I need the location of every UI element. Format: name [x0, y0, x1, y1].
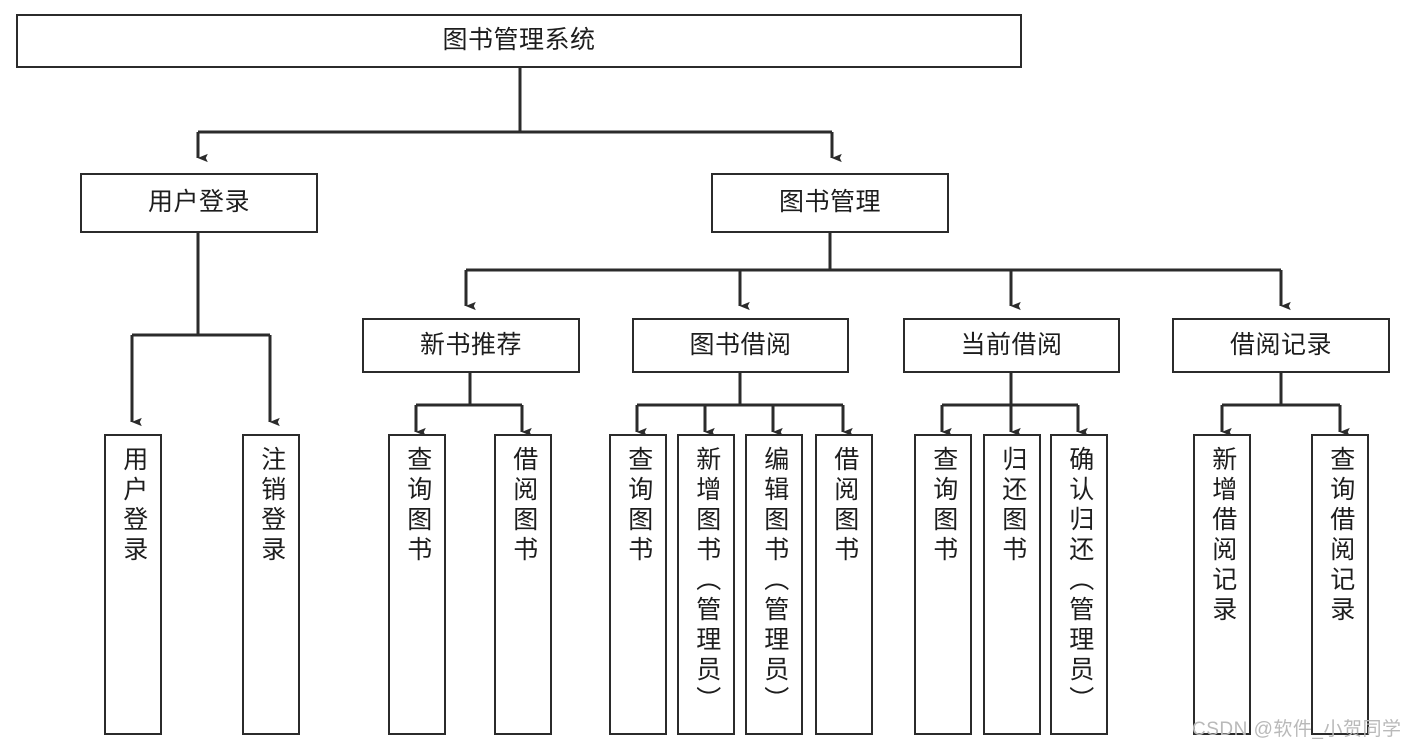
- node-leaf-borrow-book-1-label: 借阅图书: [509, 446, 538, 566]
- node-current-borrow[interactable]: 当前借阅: [903, 318, 1120, 373]
- node-book-manage[interactable]: 图书管理: [711, 173, 949, 233]
- edge-group-book-borrow: [635, 373, 853, 437]
- edge-group-borrow-record: [1220, 373, 1350, 437]
- node-leaf-logout[interactable]: 注销登录: [242, 434, 300, 735]
- watermark-text: CSDN @软件_小贺同学: [1192, 719, 1402, 740]
- node-leaf-query-book-1[interactable]: 查询图书: [388, 434, 446, 735]
- node-leaf-logout-label: 注销登录: [257, 446, 286, 566]
- node-leaf-query-book-2[interactable]: 查询图书: [609, 434, 667, 735]
- node-book-manage-label: 图书管理: [778, 188, 881, 217]
- node-leaf-add-record-label: 新增借阅记录: [1208, 446, 1237, 626]
- node-new-book-rec-label: 新书推荐: [419, 330, 522, 359]
- node-leaf-add-book[interactable]: 新增图书（管理员）: [677, 434, 735, 735]
- node-leaf-query-record[interactable]: 查询借阅记录: [1311, 434, 1369, 735]
- edge-group-new-book-rec: [414, 373, 532, 437]
- edge-group-user-login: [130, 233, 280, 427]
- node-leaf-confirm-return-label: 确认归还（管理员）: [1065, 446, 1094, 716]
- node-current-borrow-label: 当前借阅: [960, 330, 1063, 359]
- node-borrow-record[interactable]: 借阅记录: [1172, 318, 1390, 373]
- node-borrow-record-label: 借阅记录: [1229, 330, 1332, 359]
- node-leaf-confirm-return[interactable]: 确认归还（管理员）: [1050, 434, 1108, 735]
- node-user-login-label: 用户登录: [147, 188, 250, 217]
- node-leaf-query-record-label: 查询借阅记录: [1326, 446, 1355, 626]
- node-leaf-query-book-3[interactable]: 查询图书: [914, 434, 972, 735]
- node-leaf-query-book-2-label: 查询图书: [624, 446, 653, 566]
- node-leaf-user-login[interactable]: 用户登录: [104, 434, 162, 735]
- node-user-login[interactable]: 用户登录: [80, 173, 318, 233]
- node-leaf-user-login-label: 用户登录: [119, 446, 148, 566]
- node-root-label: 图书管理系统: [442, 26, 596, 55]
- edge-group-root: [196, 68, 842, 163]
- node-leaf-add-record[interactable]: 新增借阅记录: [1193, 434, 1251, 735]
- edge-group-book-manage: [464, 233, 1291, 311]
- edge-group-current-borrow: [940, 373, 1088, 437]
- node-leaf-borrow-book-2[interactable]: 借阅图书: [815, 434, 873, 735]
- node-leaf-return-book-label: 归还图书: [998, 446, 1027, 566]
- node-leaf-edit-book-label: 编辑图书（管理员）: [760, 446, 789, 716]
- node-leaf-borrow-book-2-label: 借阅图书: [830, 446, 859, 566]
- node-leaf-edit-book[interactable]: 编辑图书（管理员）: [745, 434, 803, 735]
- node-leaf-add-book-label: 新增图书（管理员）: [692, 446, 721, 716]
- node-book-borrow-label: 图书借阅: [689, 330, 792, 359]
- node-leaf-return-book[interactable]: 归还图书: [983, 434, 1041, 735]
- node-book-borrow[interactable]: 图书借阅: [632, 318, 849, 373]
- node-new-book-rec[interactable]: 新书推荐: [362, 318, 580, 373]
- node-root[interactable]: 图书管理系统: [16, 14, 1022, 68]
- node-leaf-query-book-1-label: 查询图书: [403, 446, 432, 566]
- node-leaf-query-book-3-label: 查询图书: [929, 446, 958, 566]
- node-leaf-borrow-book-1[interactable]: 借阅图书: [494, 434, 552, 735]
